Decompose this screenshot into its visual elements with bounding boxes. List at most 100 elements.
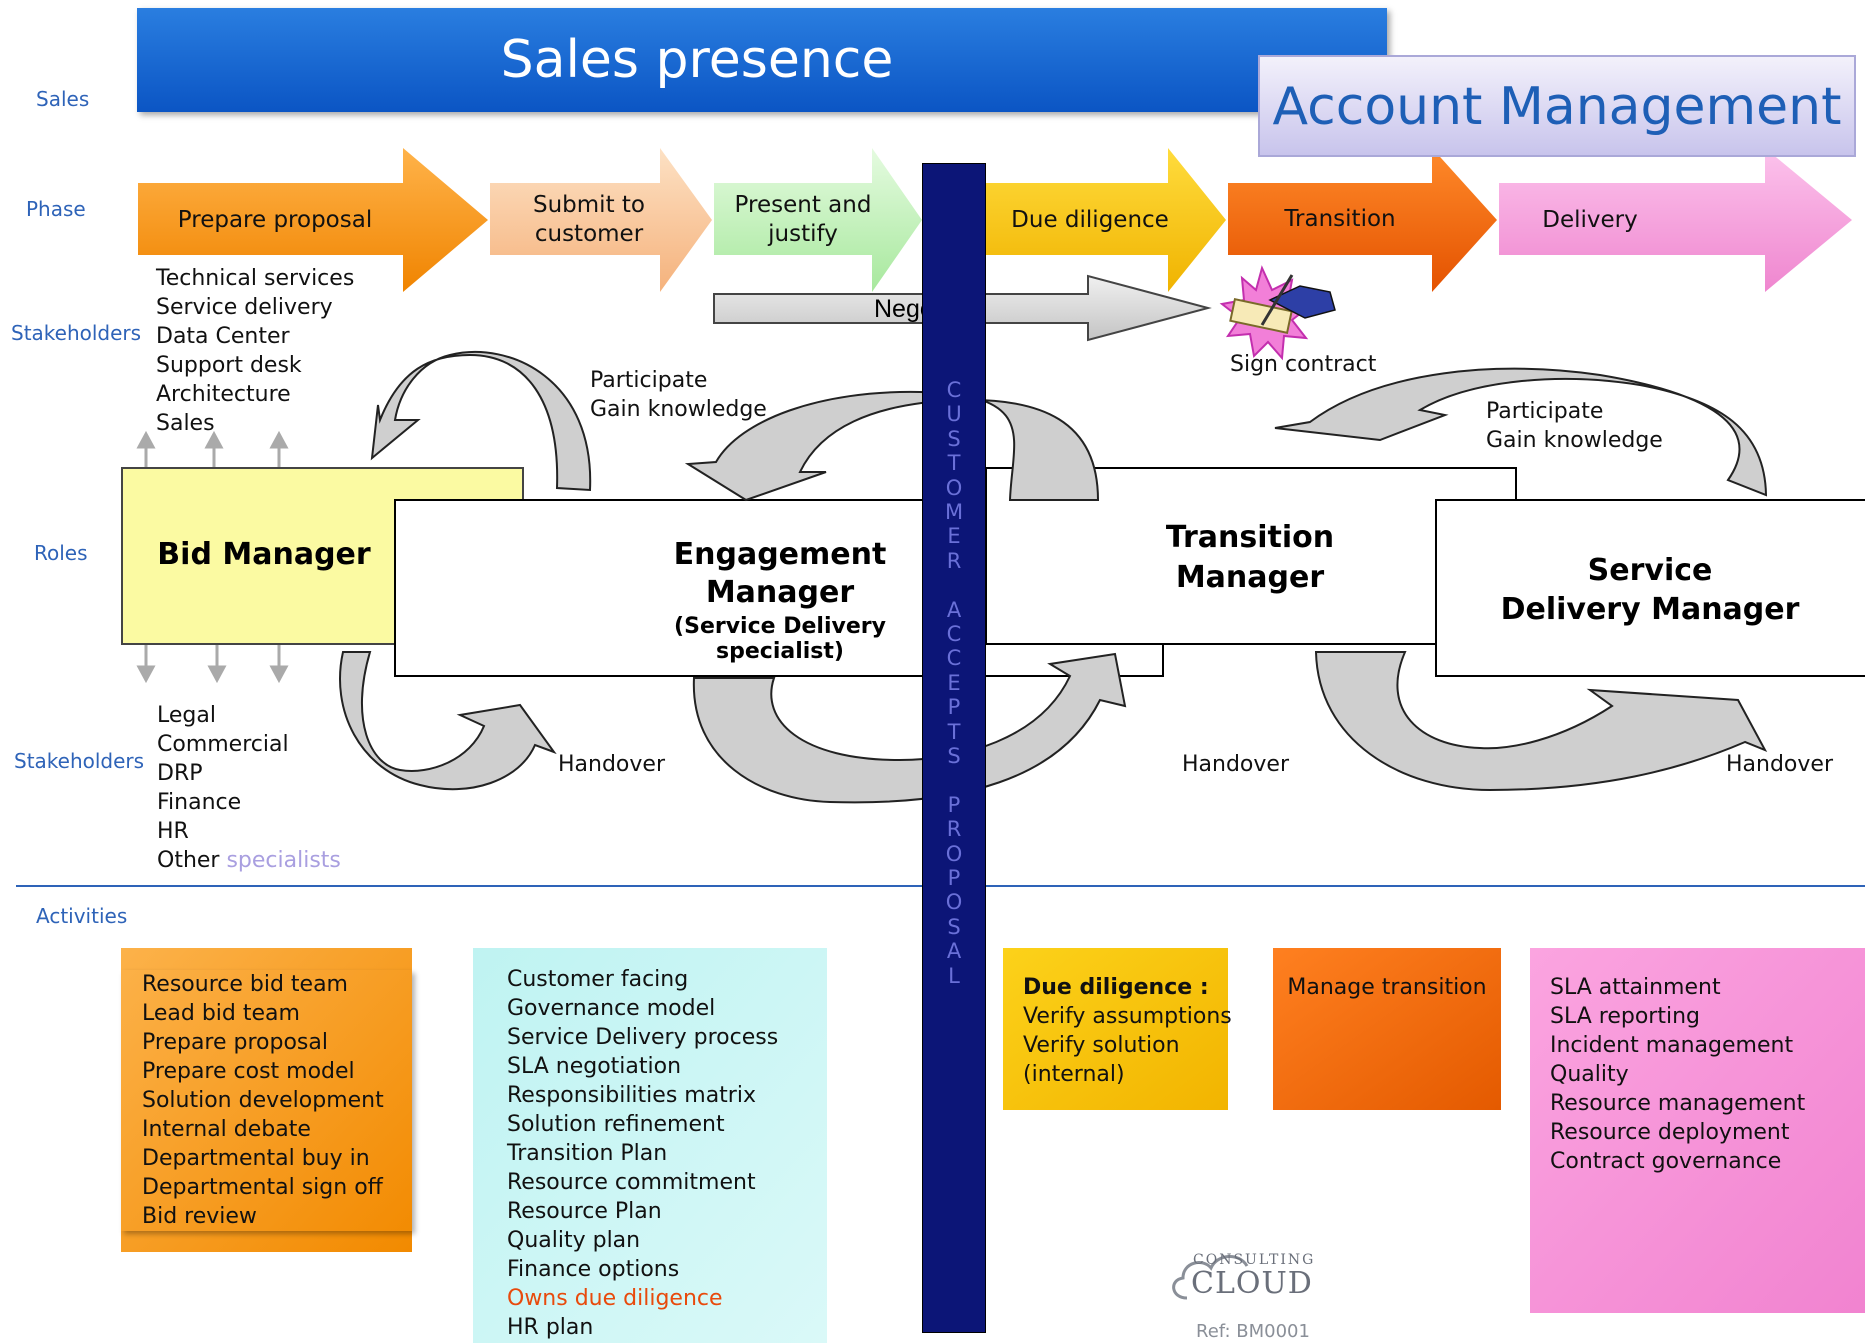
bid-activity-0: Resource bid team [142, 972, 348, 997]
phase-arrow-prepare-proposal [138, 148, 488, 292]
transition-activity-manage: Manage transition [1287, 975, 1487, 1000]
stakeholder-data-center: Data Center [156, 324, 290, 349]
engagement-activity-1: Governance model [507, 996, 716, 1021]
engagement-activity-10: Finance options [507, 1257, 680, 1282]
stakeholder-drp: DRP [157, 761, 203, 786]
customer-accepts-letter: M [944, 500, 964, 524]
bid-activities-box [121, 948, 412, 1252]
participate-arrow-middle [684, 390, 1100, 502]
delivery-activities-box [1530, 948, 1865, 1313]
stakeholders-top-list: Technical services Service delivery Data… [156, 264, 354, 438]
engagement-activity-hr-plan: HR plan [507, 1315, 594, 1340]
reference-label: Ref: BM0001 [1196, 1321, 1310, 1342]
bid-activity-2: Prepare proposal [142, 1030, 328, 1055]
delivery-activity-6: Contract governance [1550, 1149, 1782, 1174]
phase-arrows [138, 148, 1852, 292]
phase-arrow-due-diligence [986, 148, 1226, 292]
logo-consulting: CONSULTING [1193, 1252, 1316, 1268]
engagement-activity-5: Solution refinement [507, 1112, 725, 1137]
phase-due-diligence: Due diligence [1011, 207, 1169, 233]
engagement-activity-6: Transition Plan [507, 1141, 668, 1166]
engagement-manager-title: Engagement Manager [620, 536, 940, 612]
customer-accepts-letter: C [946, 646, 962, 671]
bid-manager-title: Bid Manager [157, 537, 371, 572]
engagement-activity-0: Customer facing [507, 967, 689, 992]
delivery-activity-3: Quality [1550, 1062, 1629, 1087]
due-diligence-box [1003, 948, 1228, 1110]
customer-accepts-letter: O [945, 890, 963, 915]
due-diligence-activities-list: Due diligence : Verify assumptions Verif… [1003, 973, 1232, 1089]
logo-cloud: CLOUD [1191, 1266, 1313, 1301]
customer-accepts-letter: T [947, 451, 961, 476]
customer-accepts-letter: E [947, 524, 961, 549]
handover-label-3: Handover [1726, 752, 1833, 777]
customer-accepts-letter: S [947, 914, 961, 939]
customer-accepts-letter: P [947, 792, 961, 817]
phase-submit-line1: Submit to [533, 192, 645, 218]
customer-accepts-letter: R [946, 817, 962, 842]
phase-submit-line2: customer [534, 221, 644, 247]
due-activity-verify-solution: Verify solution [1023, 1033, 1180, 1058]
customer-accepts-letter: C [946, 378, 962, 402]
phase-present-line2: justify [768, 221, 838, 247]
lane-label-sales: Sales [36, 87, 90, 111]
customer-accepts-letter: A [946, 597, 962, 622]
service-delivery-manager-title: Service Delivery Manager [1500, 551, 1800, 629]
sign-contract-label: Sign contract [1230, 352, 1377, 377]
phase-present-line1: Present and [734, 192, 872, 218]
delivery-activity-5: Resource deployment [1550, 1120, 1790, 1145]
transition-manager-line2: Manager [1175, 560, 1325, 595]
delivery-activity-0: SLA attainment [1550, 975, 1721, 1000]
phase-transition: Transition [1284, 206, 1396, 232]
stakeholder-sales: Sales [156, 411, 215, 436]
lane-label-phase: Phase [26, 197, 86, 221]
participate-arrow-right [1274, 367, 1768, 497]
engagement-manager-line2: Manager [705, 575, 855, 610]
customer-accepts-letter: T [947, 719, 961, 744]
stakeholder-legal: Legal [157, 703, 216, 728]
service-delivery-manager-line1: Service [1587, 553, 1713, 588]
stakeholder-technical-services: Technical services [156, 266, 355, 291]
engagement-activity-owns-due-diligence: Owns due diligence [507, 1286, 723, 1311]
bid-activity-6: Departmental buy in [142, 1146, 370, 1171]
engagement-activity-4: Responsibilities matrix [507, 1083, 756, 1108]
engagement-activity-2: Service Delivery process [507, 1025, 779, 1050]
engagement-manager-subtitle: (Service Delivery specialist) [674, 614, 886, 664]
participate-label-2: Participate [1486, 399, 1604, 424]
handover-arrow-left [339, 651, 557, 791]
handover-label-1: Handover [558, 752, 665, 777]
phase-submit-to-customer: Submit to customer [498, 191, 680, 249]
participate-note-2: Participate Gain knowledge [1486, 397, 1663, 455]
lane-label-roles: Roles [34, 541, 88, 565]
consulting-cloud-logo: CONSULTING CLOUD [1165, 1240, 1325, 1304]
account-management-banner: Account Management [1258, 55, 1856, 157]
phase-arrow-transition [1228, 148, 1497, 292]
delivery-activity-2: Incident management [1550, 1033, 1794, 1058]
customer-accepts-letter: S [947, 426, 961, 451]
engagement-activity-7: Resource commitment [507, 1170, 756, 1195]
customer-accepts-letter: R [946, 548, 962, 573]
stakeholder-other: Other [157, 848, 220, 873]
customer-accepts-letter: C [946, 622, 962, 646]
sign-contract-icon [1219, 265, 1336, 361]
stakeholder-service-delivery: Service delivery [156, 295, 333, 320]
participate-arrow-left [370, 351, 592, 492]
stakeholder-hr: HR [157, 819, 189, 844]
stakeholder-architecture: Architecture [156, 382, 291, 407]
due-activity-verify-assumptions: Verify assumptions [1023, 1004, 1232, 1029]
stakeholder-finance: Finance [157, 790, 242, 815]
stakeholder-specialists: specialists [226, 848, 341, 873]
lane-label-stakeholders-top: Stakeholders [11, 321, 142, 345]
service-delivery-manager-box [1435, 499, 1865, 677]
handover-arrow-middle [692, 652, 1127, 804]
bid-activity-8: Bid review [142, 1204, 257, 1229]
phase-prepare-proposal: Prepare proposal [177, 207, 373, 233]
customer-accepts-letter: O [945, 475, 963, 500]
curved-arrows [339, 351, 1768, 804]
phase-present-and-justify: Present and justify [718, 191, 888, 249]
participate-note-1: Participate Gain knowledge [590, 366, 767, 424]
customer-accepts-letter: U [946, 402, 962, 427]
delivery-activity-1: SLA reporting [1550, 1004, 1700, 1029]
